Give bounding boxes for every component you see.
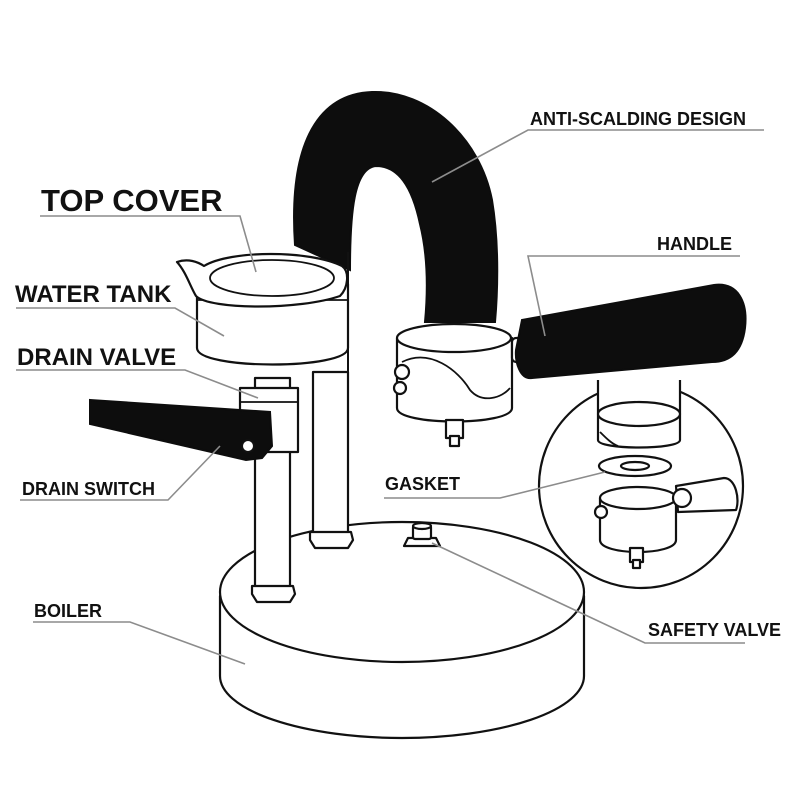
label-safety-valve: SAFETY VALVE: [648, 620, 781, 640]
label-boiler: BOILER: [34, 601, 102, 621]
handle: [510, 283, 747, 380]
labels: ANTI-SCALDING DESIGN TOP COVER HANDLE WA…: [15, 109, 781, 640]
leader-gasket: [384, 471, 606, 499]
detail-inset: [537, 380, 745, 590]
safety-valve: [402, 521, 442, 548]
leader-safety-valve: [431, 542, 745, 644]
leader-top-cover: [40, 215, 257, 273]
label-drain-switch: DRAIN SWITCH: [22, 479, 155, 499]
leader-drain-switch: [20, 445, 221, 501]
label-handle: HANDLE: [657, 234, 732, 254]
valve-body: [392, 322, 514, 448]
leader-handle: [527, 255, 740, 337]
label-anti-scalding: ANTI-SCALDING DESIGN: [530, 109, 746, 129]
leader-drain-valve: [16, 369, 259, 399]
leader-lines: [16, 129, 764, 665]
label-drain-valve: DRAIN VALVE: [17, 344, 176, 371]
drain-switch: [89, 398, 274, 462]
label-gasket: GASKET: [385, 474, 460, 494]
water-tank: [175, 252, 350, 366]
label-top-cover: TOP COVER: [41, 183, 222, 218]
gasket: [597, 454, 673, 478]
leader-boiler: [33, 621, 246, 665]
leader-water-tank: [16, 307, 225, 337]
right-column: [308, 370, 355, 550]
label-water-tank: WATER TANK: [15, 281, 172, 308]
boiler: [218, 520, 586, 740]
leader-anti-scalding: [431, 129, 764, 183]
